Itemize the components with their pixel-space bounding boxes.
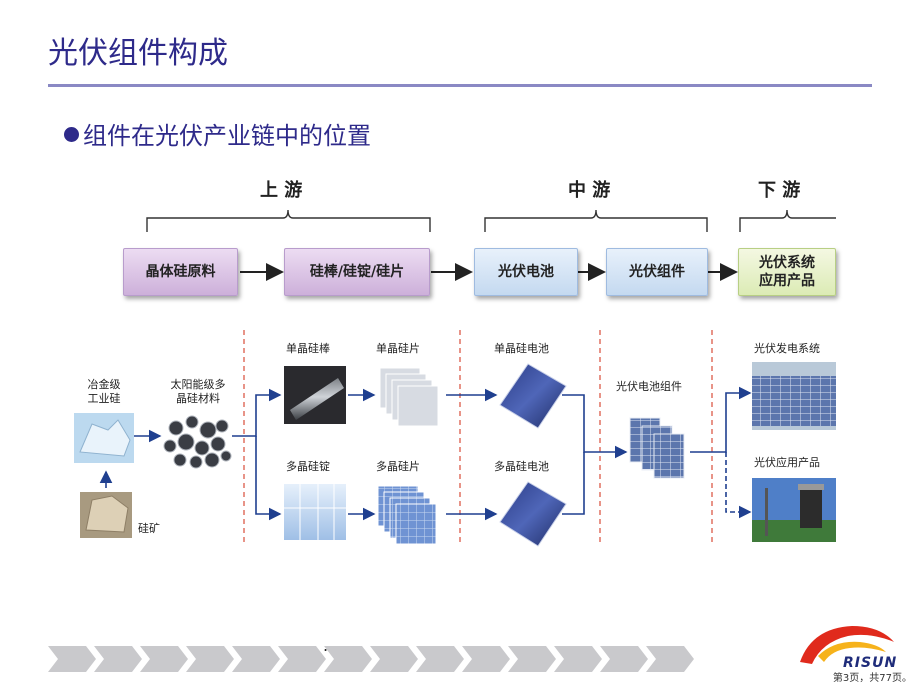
- label-solar-poly-line2: 晶硅材料: [176, 392, 220, 405]
- app-products-image: [752, 478, 836, 542]
- brand-name: RISUN: [843, 655, 898, 671]
- bullet-item: 组件在光伏产业链中的位置: [64, 116, 371, 151]
- label-mono-wafer: 单晶硅片: [376, 342, 420, 355]
- footer-dot: .: [323, 636, 329, 655]
- stage-downstream: 下 游: [758, 180, 801, 201]
- label-multi-cell: 多晶硅电池: [494, 460, 549, 473]
- label-mono-cell: 单晶硅电池: [494, 342, 549, 355]
- brand-logo-icon: [800, 626, 894, 664]
- pv-module-image: [629, 417, 685, 479]
- bullet-dot-icon: [64, 127, 79, 142]
- metallurgical-si-image: [74, 413, 134, 463]
- bullet-text: 组件在光伏产业链中的位置: [83, 122, 371, 150]
- process-crystalline-si-feedstock: 晶体硅原料: [123, 248, 238, 296]
- label-app-products: 光伏应用产品: [754, 456, 820, 469]
- process-pv-system-line1: 光伏系统: [759, 255, 815, 271]
- stage-midstream: 中 游: [568, 180, 611, 201]
- page-number: 第3页，共77页。: [832, 673, 912, 684]
- label-multi-ingot: 多晶硅锭: [286, 460, 330, 473]
- material-flow-arrows: [99, 386, 752, 521]
- title-divider: [48, 84, 872, 87]
- process-pv-system-products: 光伏系统 应用产品: [738, 248, 836, 296]
- process-pv-system-line2: 应用产品: [759, 273, 815, 289]
- multi-ingot-image: [284, 484, 346, 540]
- process-pv-module: 光伏组件: [606, 248, 708, 296]
- mono-wafer-image: [379, 367, 439, 427]
- label-multi-wafer: 多晶硅片: [376, 460, 420, 473]
- label-solar-poly: 太阳能级多 晶硅材料: [162, 378, 234, 406]
- label-solar-poly-line1: 太阳能级多: [170, 378, 226, 391]
- midstream-bracket: [484, 209, 708, 232]
- label-metallurgical-si-line2: 工业硅: [87, 392, 121, 405]
- downstream-bracket: [739, 209, 836, 232]
- multi-wafer-image: [377, 485, 437, 545]
- power-system-image: [752, 362, 836, 430]
- mono-cell-image: [499, 363, 567, 429]
- process-ingot-wafer: 硅棒/硅锭/硅片: [284, 248, 430, 296]
- label-pv-module: 光伏电池组件: [616, 380, 682, 393]
- label-mono-ingot: 单晶硅棒: [286, 342, 330, 355]
- stage-upstream: 上 游: [260, 180, 303, 201]
- label-silicon-ore: 硅矿: [138, 522, 160, 535]
- process-solar-cell: 光伏电池: [474, 248, 578, 296]
- page-title: 光伏组件构成: [48, 36, 228, 71]
- label-power-system: 光伏发电系统: [754, 342, 820, 355]
- footer-chevron-band: [48, 646, 694, 672]
- mono-ingot-image: [284, 366, 346, 424]
- upstream-bracket: [146, 209, 431, 232]
- multi-cell-image: [499, 481, 567, 547]
- silicon-ore-image: [80, 492, 132, 538]
- label-metallurgical-si: 冶金级 工业硅: [80, 378, 128, 406]
- label-metallurgical-si-line1: 冶金级: [87, 378, 121, 391]
- solar-poly-material-image: [162, 412, 232, 469]
